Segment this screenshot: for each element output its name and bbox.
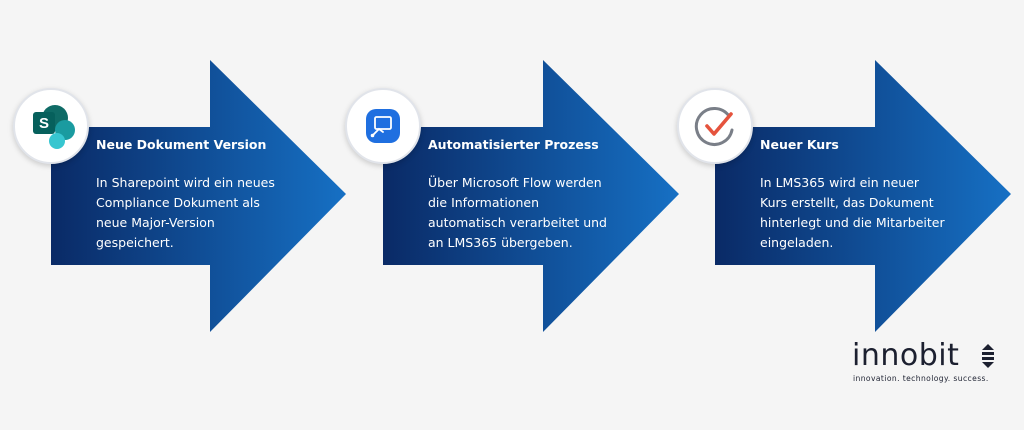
step-1-line-2: Compliance Dokument als	[96, 195, 260, 210]
innobit-logo: innobit innovation. technology. success.	[852, 340, 1002, 386]
sharepoint-icon: S	[33, 105, 75, 149]
step-1-line-1: In Sharepoint wird ein neues	[96, 175, 275, 190]
step-3-line-3: hinterlegt und die Mitarbeiter	[760, 215, 945, 230]
logo-wordmark: innobit	[852, 338, 960, 373]
step-3-line-1: In LMS365 wird ein neuer	[760, 175, 920, 190]
step-2-line-2: die Informationen	[428, 195, 540, 210]
step-2-line-4: an LMS365 übergeben.	[428, 235, 573, 250]
lms365-check-icon	[694, 106, 734, 146]
step-3-line-2: Kurs erstellt, das Dokument	[760, 195, 934, 210]
step-1-icon-badge: S	[13, 88, 89, 164]
step-1-line-3: neue Major-Version	[96, 215, 215, 230]
step-2-line-1: Über Microsoft Flow werden	[428, 175, 602, 190]
svg-text:S: S	[39, 115, 49, 132]
step-3-icon-badge	[677, 88, 753, 164]
microsoft-flow-icon	[366, 109, 400, 143]
logo-tagline: innovation. technology. success.	[853, 374, 989, 383]
step-3-description: In LMS365 wird ein neuer Kurs erstellt, …	[760, 173, 980, 253]
step-1-description: In Sharepoint wird ein neues Compliance …	[96, 173, 296, 253]
step-3-line-4: eingeladen.	[760, 235, 834, 250]
step-2-title: Automatisierter Prozess	[428, 137, 599, 152]
step-2-icon-badge	[345, 88, 421, 164]
logo-arrows-icon	[982, 344, 994, 368]
step-3-title: Neuer Kurs	[760, 137, 839, 152]
step-1-line-4: gespeichert.	[96, 235, 174, 250]
step-2-line-3: automatisch verarbeitet und	[428, 215, 607, 230]
step-1-title: Neue Dokument Version	[96, 137, 267, 152]
step-2-description: Über Microsoft Flow werden die Informati…	[428, 173, 628, 253]
